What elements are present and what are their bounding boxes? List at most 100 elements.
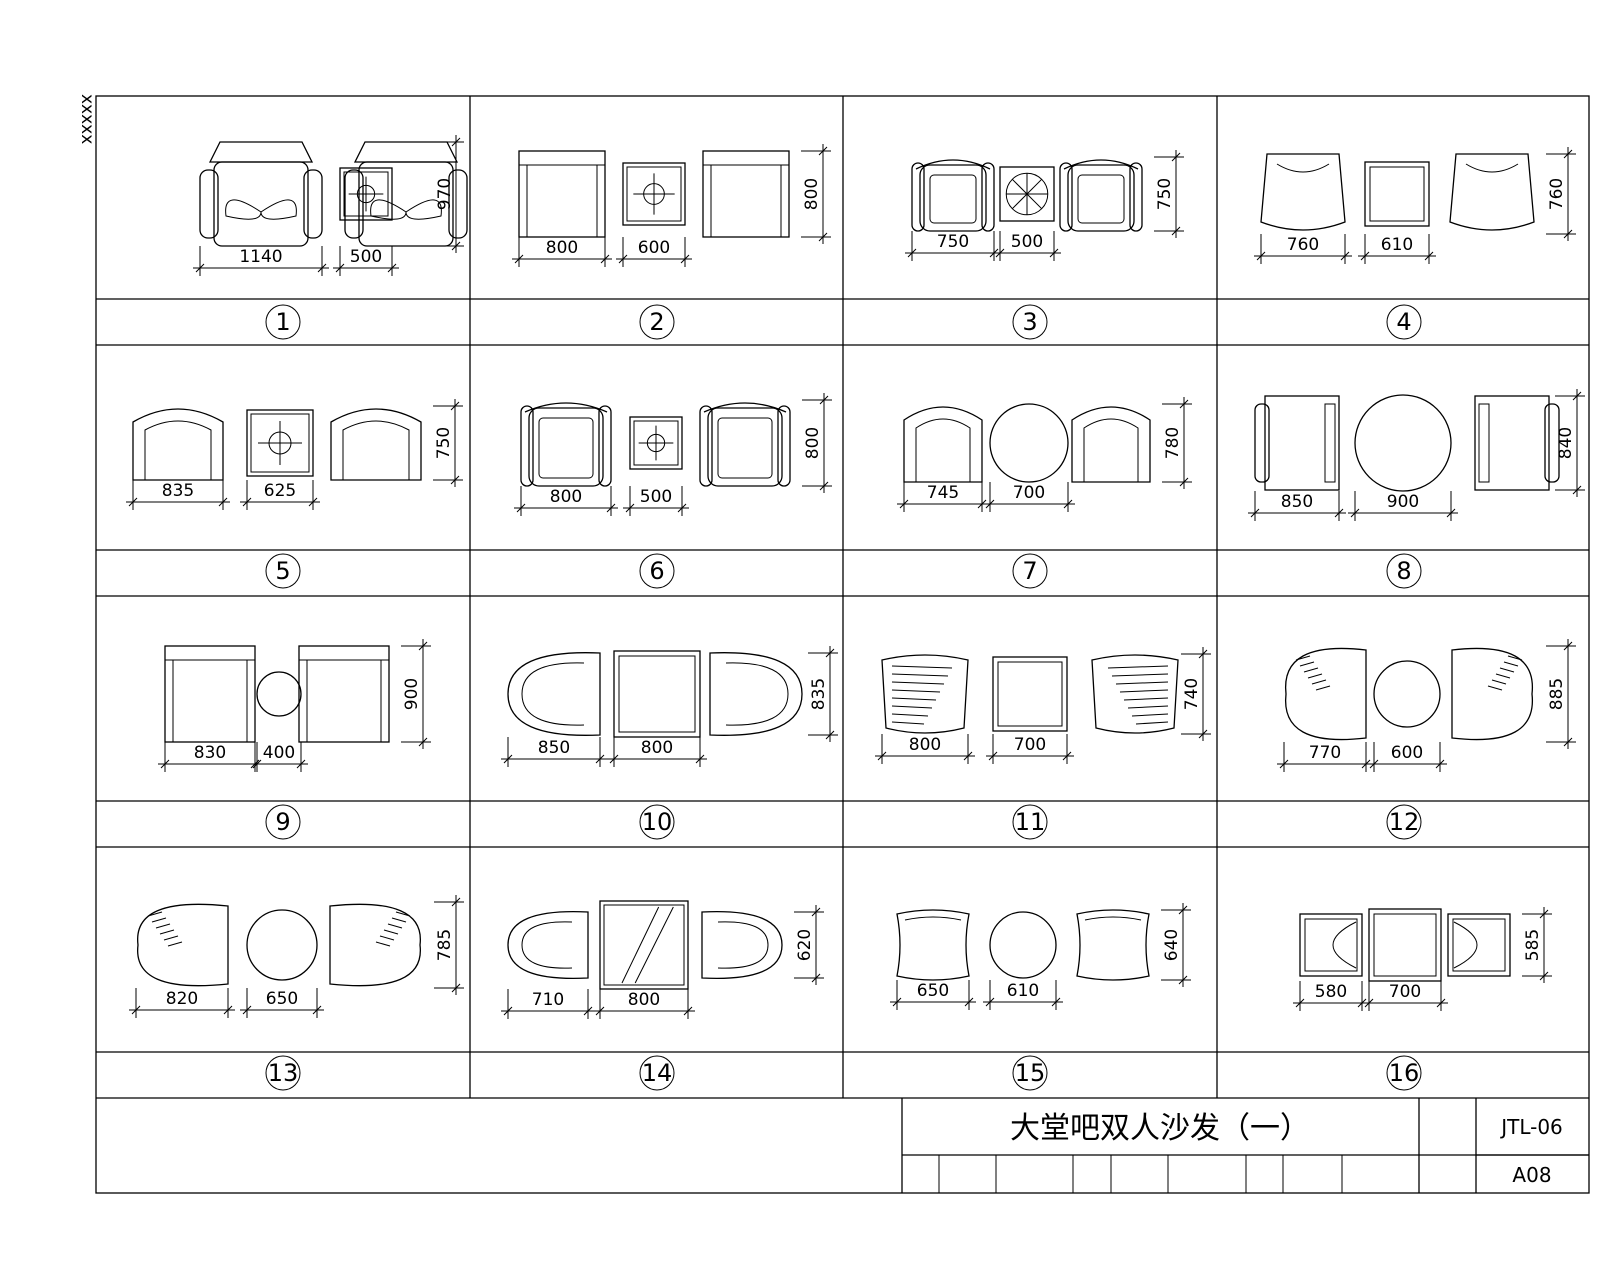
cell-number-circle [265, 304, 301, 340]
width-dimension: 820 [129, 988, 235, 1018]
cell-number: 1 [265, 304, 301, 340]
height-dimension: 585 [1522, 907, 1552, 983]
height-dimension: 760 [1546, 147, 1576, 241]
side-table [246, 409, 314, 477]
armchair [132, 408, 224, 481]
dimension-label: 740 [1182, 678, 1202, 710]
width-dimension: 500 [623, 486, 689, 516]
dimension-label: 620 [795, 929, 815, 961]
dimension-label: 835 [809, 678, 829, 710]
armchair [329, 903, 421, 987]
cell-number-circle [1386, 804, 1422, 840]
armchair [1449, 153, 1535, 231]
cell-number-circle [265, 804, 301, 840]
cell-number-circle [265, 1055, 301, 1091]
width-dimension: 700 [1362, 981, 1448, 1011]
width-dimension: 830 [158, 742, 262, 772]
cell-number-label: 13 [268, 1059, 299, 1087]
dimension-label: 500 [350, 247, 382, 267]
cell-number-label: 4 [1396, 308, 1411, 336]
dimension-label: 610 [1007, 981, 1039, 1001]
side-table [1368, 908, 1442, 982]
height-dimension: 840 [1555, 389, 1585, 497]
dimension-label: 650 [917, 981, 949, 1001]
width-dimension: 750 [905, 231, 1001, 261]
cell-number: 14 [639, 1055, 675, 1091]
side-table [1373, 660, 1441, 728]
armchair [518, 150, 606, 238]
dimension-label: 800 [550, 487, 582, 507]
dimension-label: 800 [641, 738, 673, 758]
dimension-label: 710 [532, 990, 564, 1010]
dimension-label: 750 [937, 232, 969, 252]
side-table [256, 671, 302, 717]
grid-lines [96, 96, 1589, 1099]
dimension-label: 640 [1162, 929, 1182, 961]
dimension-label: 650 [266, 989, 298, 1009]
dimension-label: 500 [640, 487, 672, 507]
cell-number-label: 7 [1022, 557, 1037, 585]
dimension-label: 760 [1547, 178, 1567, 210]
width-dimension: 800 [875, 734, 975, 764]
armchair [702, 150, 790, 238]
armchair [1059, 159, 1143, 232]
width-dimension: 800 [593, 989, 695, 1019]
dimension-label: 785 [435, 929, 455, 961]
cell-number-label: 16 [1389, 1059, 1420, 1087]
cell-number-label: 6 [649, 557, 664, 585]
height-dimension: 900 [401, 639, 431, 749]
cell-number: 2 [639, 304, 675, 340]
cell-number: 12 [1386, 804, 1422, 840]
cell-number-circle [1386, 1055, 1422, 1091]
cell-number: 9 [265, 804, 301, 840]
height-dimension: 970 [434, 135, 464, 253]
cell-number-label: 3 [1022, 308, 1037, 336]
cell-number: 11 [1012, 804, 1048, 840]
width-dimension: 650 [890, 980, 976, 1010]
width-dimension: 850 [501, 737, 607, 767]
cell-number-circle [639, 1055, 675, 1091]
cell-number-label: 11 [1015, 808, 1046, 836]
side-table [1364, 161, 1430, 227]
side-table [339, 167, 393, 221]
cell-number-label: 2 [649, 308, 664, 336]
dimension-label: 820 [166, 989, 198, 1009]
width-dimension: 745 [897, 482, 989, 512]
cell-number-circle [1012, 304, 1048, 340]
dimension-label: 830 [194, 743, 226, 763]
height-dimension: 640 [1161, 903, 1191, 987]
dimension-label: 835 [162, 481, 194, 501]
width-dimension: 710 [501, 989, 595, 1019]
dimension-label: 580 [1315, 982, 1347, 1002]
furniture-cell-13: 820 650 785 13 [129, 895, 464, 1091]
armchair [1076, 909, 1150, 981]
dimension-label: 900 [1387, 492, 1419, 512]
dimension-label: 750 [1155, 178, 1175, 210]
armchair [709, 652, 803, 736]
side-table [246, 909, 318, 981]
width-dimension: 500 [333, 246, 399, 276]
side-table [629, 416, 683, 470]
cell-number-circle [265, 553, 301, 589]
dimension-label: 745 [927, 483, 959, 503]
armchair [881, 654, 969, 734]
cell-number-circle [639, 804, 675, 840]
cell-number: 7 [1012, 553, 1048, 589]
height-dimension: 620 [794, 905, 824, 985]
width-dimension: 580 [1293, 981, 1369, 1011]
cell-number: 10 [639, 804, 675, 840]
dimension-label: 750 [434, 427, 454, 459]
width-dimension: 900 [1348, 491, 1458, 521]
armchair [520, 402, 612, 487]
dimension-label: 700 [1014, 735, 1046, 755]
width-dimension: 700 [983, 482, 1075, 512]
width-dimension: 650 [240, 988, 324, 1018]
cell-number-circle [639, 553, 675, 589]
height-dimension: 835 [808, 646, 838, 742]
armchair [896, 909, 970, 981]
cell-number-label: 15 [1015, 1059, 1046, 1087]
